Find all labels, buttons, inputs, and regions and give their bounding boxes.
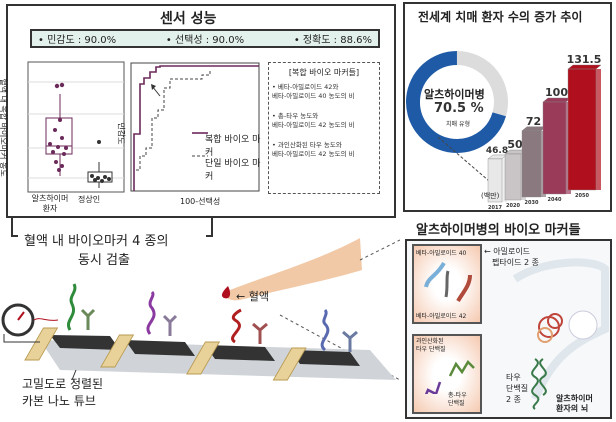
roc-chart [130, 62, 260, 192]
bar-2040 [542, 101, 567, 195]
total-tau-label-line2: 단백질 [448, 400, 465, 407]
nanotube-label-line2: 카본 나노 튜브 [22, 394, 96, 408]
marker-item-3-line2: 베타-아밀로이드 42 농도의 비 [272, 150, 355, 158]
roc-legend-single: 단일 바이오 마커 [205, 159, 261, 182]
donut-alzheimer-segment [406, 51, 506, 153]
trend-chart: 46.8 2017 50 2020 72 2030 100 2040 131.5 2050 [406, 51, 602, 211]
bar-2020 [504, 153, 522, 201]
bar-side-2050 [596, 69, 601, 190]
sensor-chip-illustration [1, 238, 400, 381]
bar-value-label: 72 [526, 115, 541, 128]
marker-item-2-line1: • 총-타우 농도와 [272, 112, 319, 120]
boxplot-normal [87, 162, 113, 188]
bar-value-label: 100 [545, 86, 568, 99]
metrics-bar: • 민감도 : 90.0% • 선택성 : 90.0% • 정확도 : 88.6… [30, 29, 380, 48]
biomarker-panel-title: 알츠하이머병의 바이오 마커들 [416, 223, 581, 238]
roc-curve-composite [133, 65, 259, 191]
composite-markers-title: [복합 바이오 마커들] [288, 68, 360, 77]
donut-sublabel: 치매 유형 [446, 121, 470, 128]
sensor-panel-title: 센서 성능 [160, 11, 217, 27]
amyloid-label: ← 아밀로이드 펩타이드 2 종 [484, 246, 539, 268]
amyloid-plaque-icon [537, 313, 563, 343]
marker-item-1-line2: 베타-아밀로이드 40 농도의 비 [272, 92, 355, 100]
boxplot-group-normal: 정상인 [78, 195, 101, 204]
boxplot-group-alzheimer: 알츠하이머 환자 [31, 194, 69, 213]
nanotube-label-line1: 고밀도로 정렬된 [22, 377, 104, 391]
bar-series: 46.8 2017 50 2020 72 2030 100 2040 131.5 2050 [486, 53, 602, 211]
brain-label-line2: 환자의 뇌 [556, 404, 589, 413]
tau-tangle-icon [531, 358, 547, 410]
marker-item-1-line1: • 베타-아밀로이드 42와 [272, 83, 339, 91]
finger-icon [225, 238, 362, 301]
bar-2030 [521, 130, 542, 198]
nanotube-array [50, 335, 360, 366]
roc-legend-composite: 복합 바이오 마커 [205, 135, 261, 158]
ptau-label-line1: 과인산화된 [416, 338, 444, 345]
brain-label-line1: 알츠하이머 [556, 394, 593, 403]
boxplot-ylabel: 혈액 내 복합 바이오마커 농도 [0, 78, 8, 177]
bar-2017 [487, 158, 503, 203]
bar-value-label: 50 [507, 138, 523, 151]
biomarker-probes [67, 283, 358, 352]
tau-label: 타우 단백질 2 종 [506, 372, 528, 405]
tau-label-line1: 타우 [506, 373, 521, 382]
roc-curve-single [136, 70, 211, 171]
roc-ylabel: 민감도 [116, 122, 126, 145]
bar-side-2017 [502, 158, 507, 202]
chip-substrate [40, 340, 396, 380]
bar-2050 [567, 68, 597, 191]
bar-category-label: 2050 [575, 193, 589, 199]
marker-item-3-line1: • 과인산화된 타우 농도와 [272, 141, 342, 149]
marker-item-2-line2: 베타-아밀로이드 42 농도의 비 [272, 121, 355, 129]
bar-category-label: 2017 [488, 205, 502, 211]
metric-sensitivity: • 민감도 : 90.0% [38, 35, 117, 46]
trend-panel-title: 전세계 치매 환자 수의 증가 추이 [418, 10, 583, 24]
boxplot-frame [27, 61, 125, 193]
tau-label-line3: 2 종 [506, 395, 521, 404]
amyloid-42-label: 베타-아밀로이드 42 [416, 313, 467, 320]
bar-value-label: 46.8 [486, 146, 508, 156]
caption-bracket [11, 218, 213, 237]
meter-icon [1, 303, 59, 343]
amyloid-label-line1: ← 아밀로이드 [484, 247, 531, 256]
tau-label-line2: 단백질 [506, 384, 529, 393]
donut-value: 70.5 % [434, 101, 484, 116]
brain-label: 알츠하이머 환자의 뇌 [556, 394, 593, 414]
nanotube-label: 고밀도로 정렬된 카본 나노 튜브 [22, 376, 103, 410]
donut-label: 알츠하이머병 [424, 88, 485, 101]
boxplot-chart [27, 61, 125, 193]
roc-xlabel: 100-선택성 [180, 197, 221, 206]
amyloid-label-line2: 펩타이드 2 종 [492, 258, 539, 267]
bar-category-label: 2040 [548, 197, 562, 203]
total-tau-label-line1: 총-타우 [448, 392, 467, 399]
caption-line2: 동시 검출 [78, 253, 130, 268]
amyloid-box: 베타-아밀로이드 40 베타-아밀로이드 42 [412, 244, 482, 324]
metric-accuracy: • 정확도 : 88.6% [293, 35, 372, 46]
blood-label: ← 혈액 [236, 290, 269, 303]
donut-other-segment [456, 51, 508, 117]
metric-selectivity: • 선택성 : 90.0% [165, 35, 245, 46]
unit-label: (백만) [481, 192, 500, 200]
blood-drop-icon [221, 286, 231, 299]
ptau-label-line2: 타우 단백질 [416, 346, 446, 353]
bar-value-label: 131.5 [567, 53, 602, 66]
tau-proteins-icon [424, 359, 475, 394]
alzheimer-share-donut [406, 51, 508, 153]
amyloid-40-label: 베타-아밀로이드 40 [416, 250, 467, 257]
bar-category-label: 2030 [525, 200, 539, 206]
bar-category-label: 2020 [506, 203, 520, 209]
brain-cell-illustration [512, 258, 609, 410]
caption-line1: 혈액 내 바이오마커 4 종의 [24, 234, 169, 249]
electrodes [24, 327, 307, 381]
amyloid-peptides-icon [424, 261, 472, 303]
